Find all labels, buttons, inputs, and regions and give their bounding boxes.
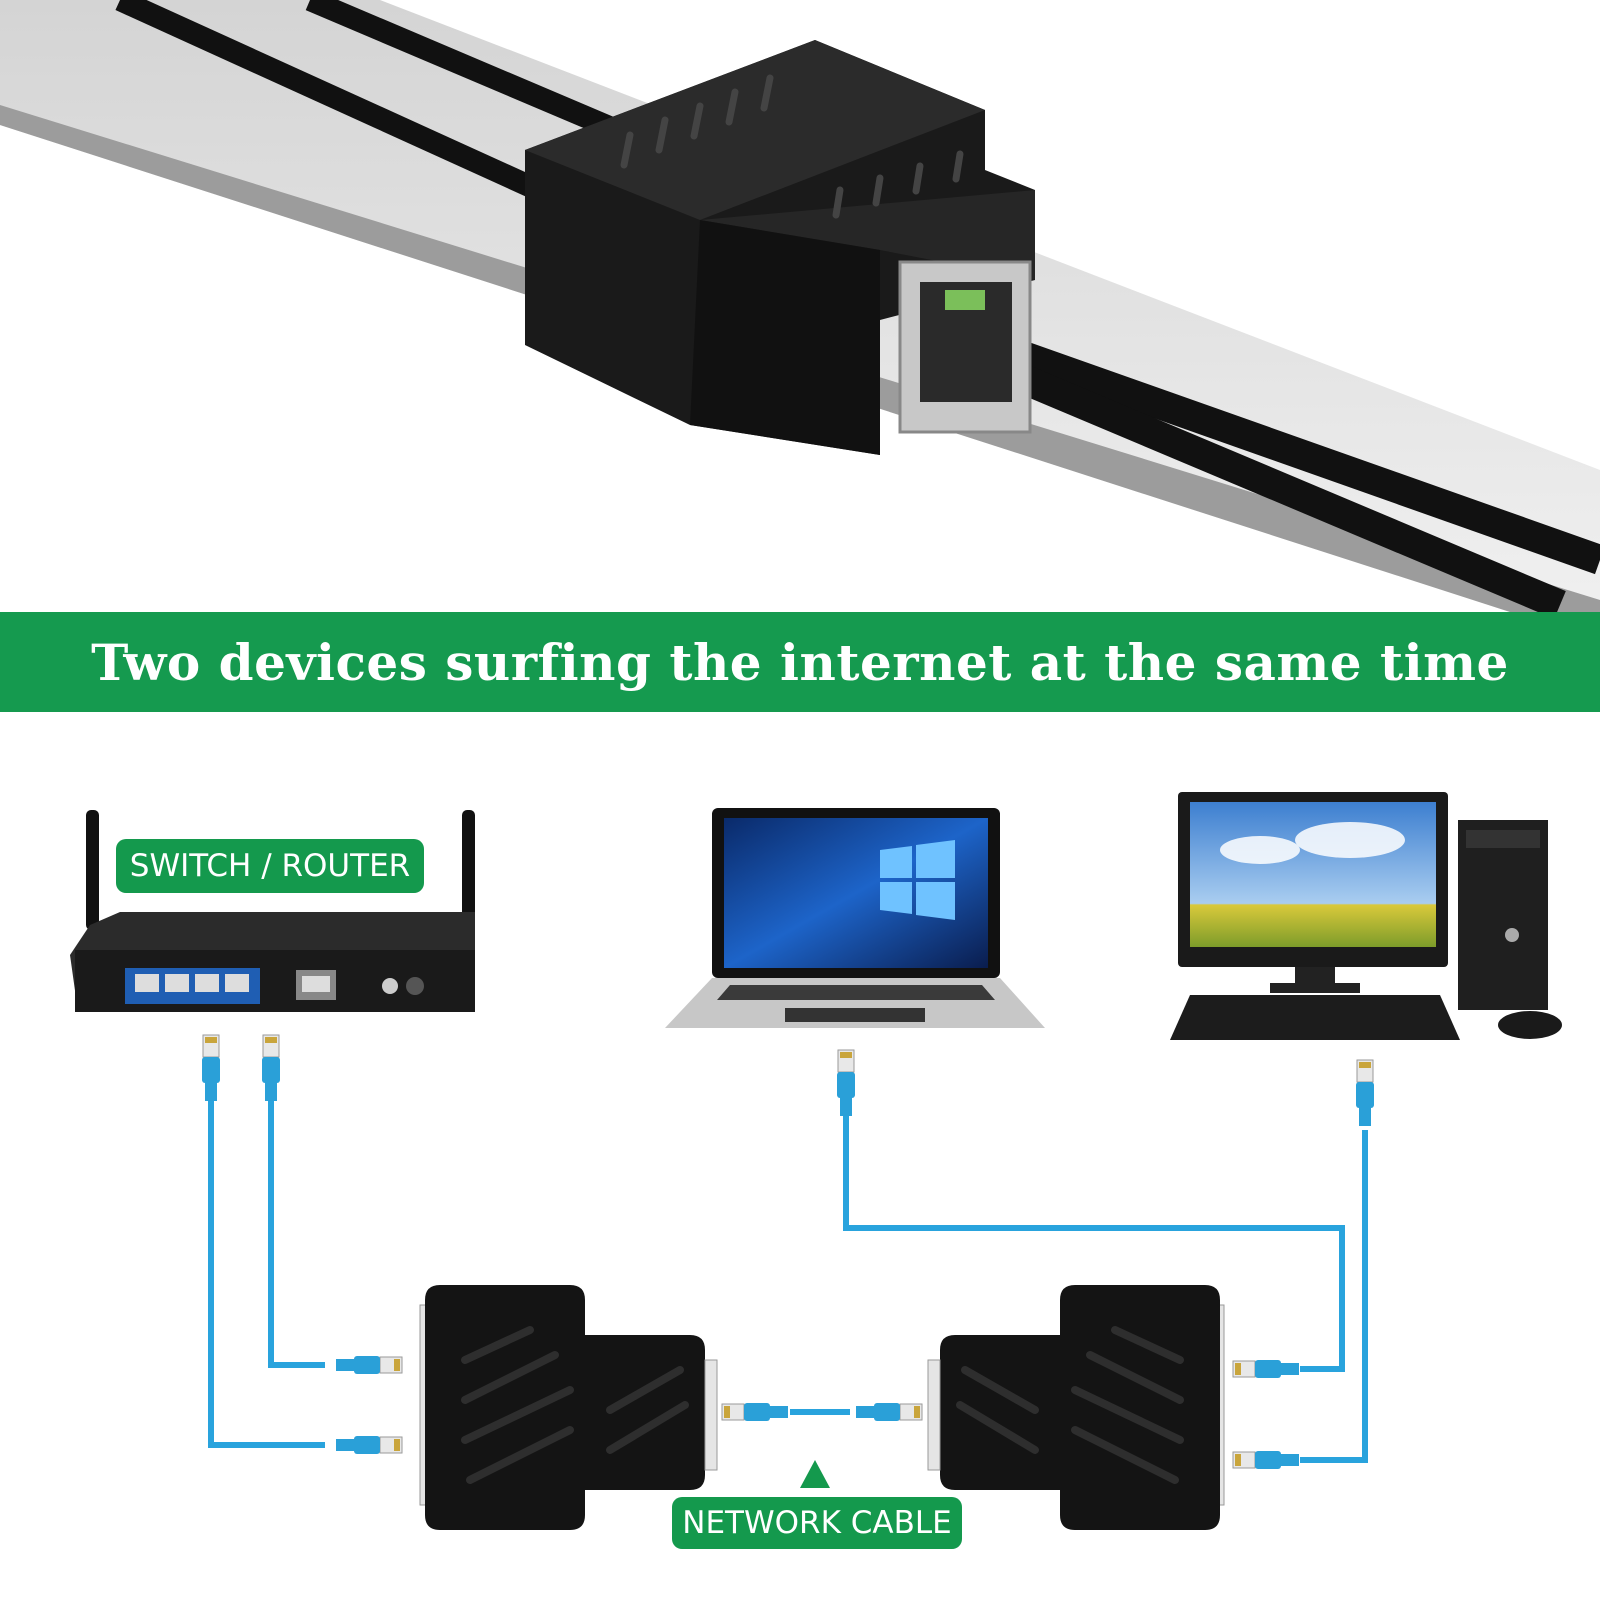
splitter-adapter-icon [419, 1285, 718, 1530]
headline-text: Two devices surfing the internet at the … [91, 632, 1509, 692]
desktop-computer-icon [1170, 792, 1562, 1040]
network-cables [208, 1085, 1368, 1463]
router-label: SWITCH / ROUTER [116, 839, 424, 893]
headline-banner: Two devices surfing the internet at the … [0, 612, 1600, 712]
triangle-up-icon [800, 1460, 830, 1488]
router-icon [70, 810, 475, 1012]
network-cable-label: NETWORK CABLE [672, 1497, 962, 1549]
product-photo [0, 0, 1600, 619]
laptop-icon [665, 808, 1045, 1028]
splitter-adapter-icon [525, 40, 1035, 455]
ethernet-plug-icon [201, 1034, 1375, 1127]
splitter-adapter-icon [927, 1285, 1225, 1530]
